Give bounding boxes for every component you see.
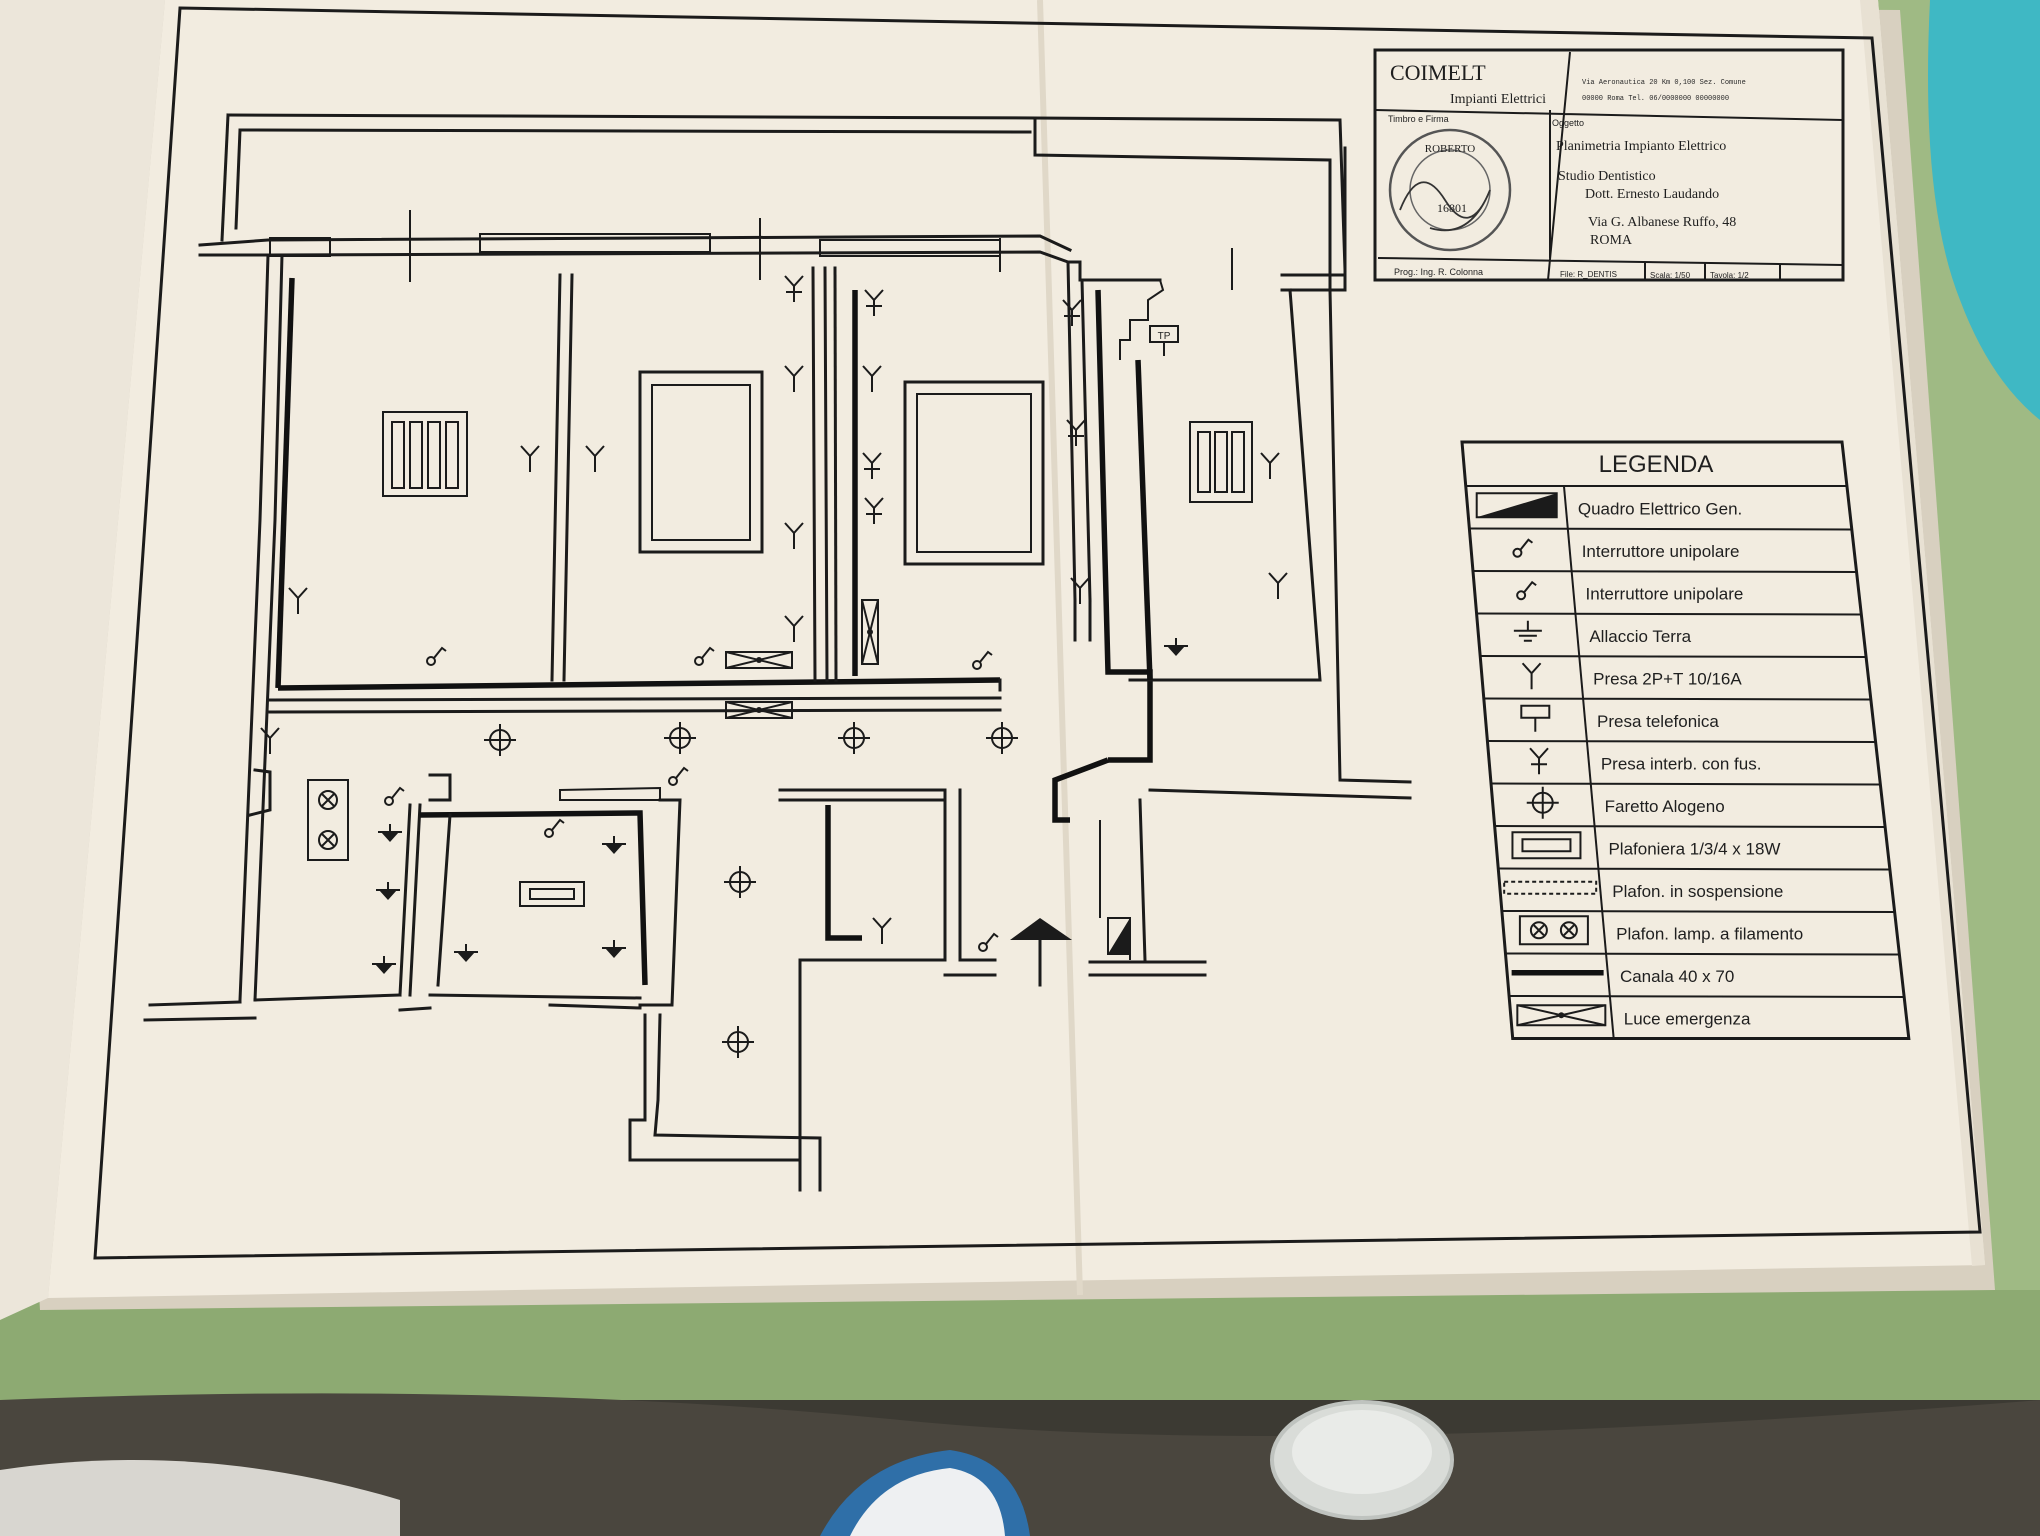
partition-3	[1066, 260, 1092, 602]
stamp-name: ROBERTO	[1425, 143, 1476, 155]
drawing-border	[93, 6, 1982, 1260]
legend-frame	[1460, 440, 1911, 1040]
subject-label: Oggetto	[1552, 118, 1584, 128]
dental-unit-room3	[903, 380, 1045, 566]
legend-item-label: Presa 2P+T 10/16A	[1593, 669, 1742, 688]
legend-title: LEGENDA	[1599, 451, 1714, 478]
paper-center-fold	[1037, 0, 1083, 1296]
legend-item-label: Plafon. in sospensione	[1612, 882, 1783, 901]
company-name: COIMELT	[1390, 60, 1486, 85]
paper-sheet	[48, 0, 1985, 1298]
outlet-icon	[1521, 662, 1542, 690]
ceiling-light-room5	[519, 881, 585, 907]
switch-icon	[1516, 580, 1537, 601]
company-address-1: Via Aeronautica 20 Km 0,100 Sez. Comune	[1582, 79, 1746, 87]
emergency-light-2	[725, 701, 793, 719]
front-wall	[198, 234, 1072, 252]
client-address: Via G. Albanese Ruffo, 48	[1588, 215, 1736, 230]
legend-item-label: Interruttore unipolare	[1586, 584, 1744, 603]
signature-scribble	[1399, 181, 1491, 232]
legend-item-label: Quadro Elettrico Gen.	[1578, 499, 1742, 518]
legend-item-label: Interruttore unipolare	[1582, 542, 1740, 561]
scale: Scala: 1/50	[1650, 271, 1691, 280]
file-name: File: R_DENTIS	[1560, 270, 1617, 279]
floor-plan: TP	[143, 113, 1412, 1192]
legend: LEGENDA Quadro Elettrico Gen. Interruttor…	[1460, 440, 1911, 1040]
engineer-stamp: ROBERTO 16801	[1388, 128, 1512, 252]
title-block: COIMELT Impianti Elettrici Via Aeronauti…	[1373, 48, 1845, 282]
partition-1	[550, 273, 574, 682]
spotlight-icon	[1526, 786, 1559, 819]
legend-item-label: Plafoniera 1/3/4 x 18W	[1608, 839, 1780, 858]
stamp-label: Timbro e Firma	[1388, 114, 1449, 124]
partition-2	[811, 266, 829, 682]
company-address-2: 00000 Roma Tel. 06/0000000 00000000	[1582, 95, 1729, 103]
legend-item-label: Presa interb. con fus.	[1601, 754, 1762, 773]
emergency-light-icon	[1516, 1004, 1607, 1027]
phone-outlet-plan: TP	[1149, 325, 1179, 356]
legend-item-label: Allaccio Terra	[1589, 627, 1691, 646]
legend-item-label: Presa telefonica	[1597, 712, 1719, 731]
outer-wall-top	[226, 113, 1347, 292]
client-city: ROMA	[1590, 233, 1633, 248]
duct-room1	[275, 277, 295, 689]
plastic-cup	[1270, 1400, 1454, 1520]
designer: Prog.: Ing. R. Colonna	[1394, 267, 1483, 277]
ceiling-light-grid-room1	[382, 411, 468, 497]
client-line-1: Studio Dentistico	[1558, 169, 1656, 184]
phone-outlet-icon	[1520, 704, 1551, 732]
switch-icon	[1512, 538, 1534, 558]
white-cloth	[0, 1460, 400, 1536]
outer-wall-left	[238, 253, 284, 1002]
subject: Planimetria Impianto Elettrico	[1556, 139, 1726, 154]
central-room-wall	[778, 788, 947, 1192]
legend-item-label: Canala 40 x 70	[1620, 967, 1734, 986]
floor-shadow	[0, 1393, 2040, 1536]
legend-item-label: Luce emergenza	[1624, 1009, 1751, 1028]
entry-arrow	[1010, 918, 1072, 940]
ceiling-light-grid-room4	[1189, 421, 1253, 503]
legend-rows: Quadro Elettrico Gen. Interruttore unipol…	[1460, 440, 1911, 1040]
panel-icon	[1475, 492, 1558, 519]
paper-left-page	[0, 0, 165, 1320]
client-line-2: Dott. Ernesto Laudando	[1585, 187, 1719, 202]
fused-outlet-icon	[1529, 747, 1549, 775]
emergency-light-1	[725, 651, 793, 669]
ground-icon	[1513, 620, 1542, 642]
filament-lamp-icon	[1518, 915, 1589, 946]
stamp-number: 16801	[1437, 201, 1467, 215]
ceiling-light-icon	[1511, 831, 1582, 860]
legend-item-label: Faretto Alogeno	[1605, 797, 1725, 816]
partition-5	[398, 803, 422, 997]
turquoise-cloth	[1928, 0, 2040, 420]
company-subtitle: Impianti Elettrici	[1450, 92, 1546, 107]
suspended-ceiling-icon	[1503, 880, 1598, 895]
title-block-frame	[1373, 48, 1845, 282]
corridor-wall	[268, 696, 1002, 714]
legend-item-label: Plafon. lamp. a filamento	[1616, 924, 1803, 943]
emergency-light-3	[861, 599, 879, 665]
dental-unit-room2	[638, 370, 764, 554]
room4-wall	[1128, 288, 1322, 682]
filament-lamp-fixture	[307, 779, 349, 861]
sheet: Tavola: 1/2	[1710, 271, 1749, 280]
blue-object	[820, 1450, 1030, 1536]
phone-outlet-tag: TP	[1158, 331, 1171, 342]
